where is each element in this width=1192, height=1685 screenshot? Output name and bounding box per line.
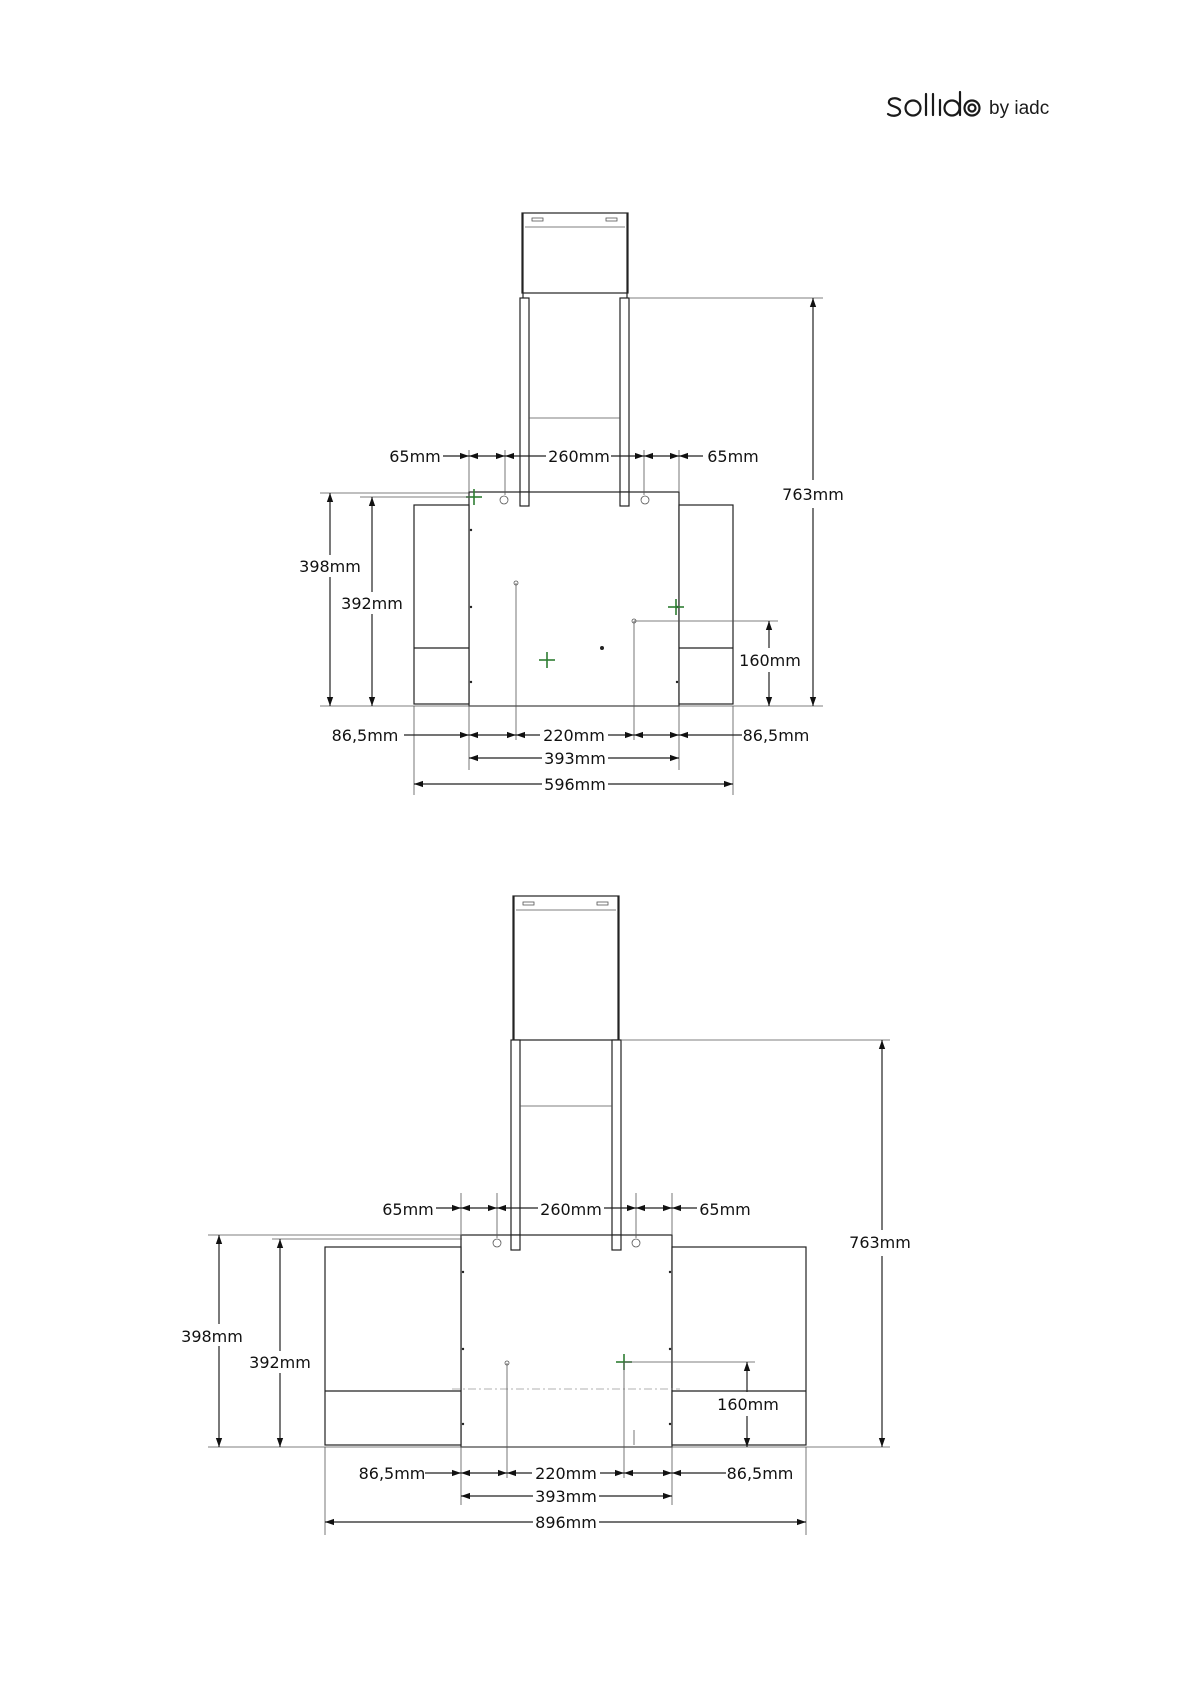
- dim-top-160: 160mm: [739, 651, 801, 670]
- dim-bottom-393: 393mm: [535, 1487, 597, 1506]
- drawing-top: 65mm 260mm 65mm 763mm 398mm 392mm 160mm …: [299, 213, 844, 795]
- dim-bottom-total: 896mm: [535, 1513, 597, 1532]
- dim-top-392: 392mm: [341, 594, 403, 613]
- dim-bottom-right-65: 65mm: [699, 1200, 751, 1219]
- tower-left-post: [511, 1040, 520, 1250]
- dim-bottom-398: 398mm: [181, 1327, 243, 1346]
- dim-bottom-220: 220mm: [535, 1464, 597, 1483]
- dim-bottom-763: 763mm: [849, 1233, 911, 1252]
- dim-top-total: 596mm: [544, 775, 606, 794]
- dim-bottom-160: 160mm: [717, 1395, 779, 1414]
- tower-top-frame: [513, 896, 619, 1040]
- dim-bottom-392: 392mm: [249, 1353, 311, 1372]
- dim-top-398: 398mm: [299, 557, 361, 576]
- left-side-module: [414, 505, 469, 704]
- right-side-module: [679, 505, 733, 704]
- dim-bottom-left-86: 86,5mm: [359, 1464, 426, 1483]
- tower-left-post: [520, 298, 529, 506]
- center-module: [469, 492, 679, 706]
- dim-top-right-86: 86,5mm: [743, 726, 810, 745]
- dim-top-763: 763mm: [782, 485, 844, 504]
- tower-right-post: [612, 1040, 621, 1250]
- dim-top-220: 220mm: [543, 726, 605, 745]
- dim-bottom-right-86: 86,5mm: [727, 1464, 794, 1483]
- dim-top-left-65: 65mm: [389, 447, 441, 466]
- dim-bottom-left-65: 65mm: [382, 1200, 434, 1219]
- drawing-bottom: 65mm 260mm 65mm 763mm 398mm 392mm 160mm …: [181, 896, 911, 1535]
- dim-top-393: 393mm: [544, 749, 606, 768]
- dim-bottom-260: 260mm: [540, 1200, 602, 1219]
- dim-top-left-86: 86,5mm: [332, 726, 399, 745]
- tower-top-frame: [522, 213, 628, 293]
- tower-right-post: [620, 298, 629, 506]
- dim-top-right-65: 65mm: [707, 447, 759, 466]
- dim-top-260: 260mm: [548, 447, 610, 466]
- center-module: [461, 1235, 672, 1447]
- right-side-module: [672, 1247, 806, 1445]
- left-side-module: [325, 1247, 461, 1445]
